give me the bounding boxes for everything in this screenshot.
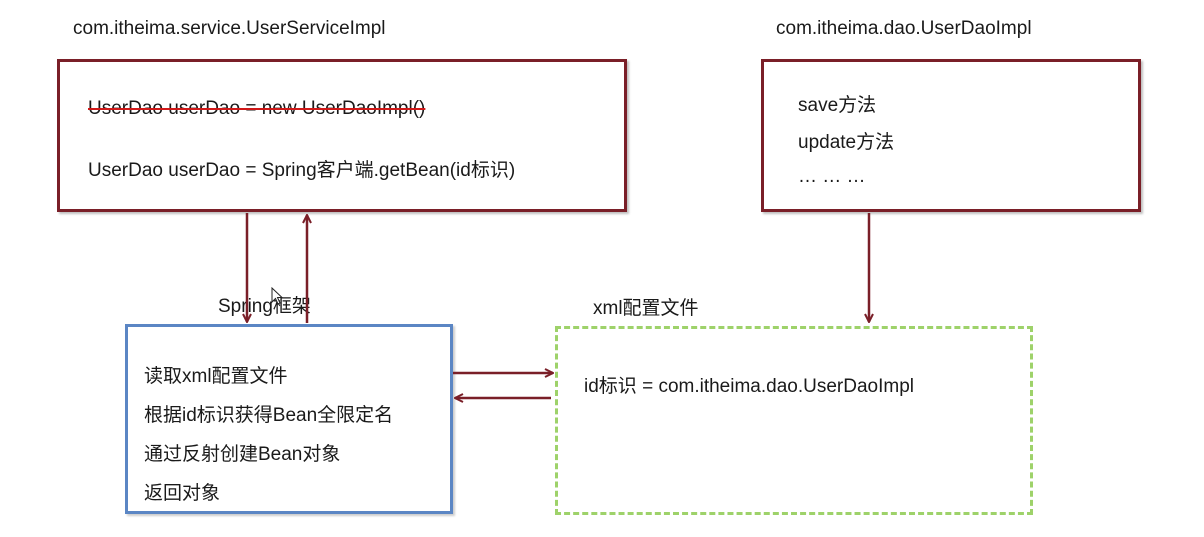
spring-getbean-line: UserDao userDao = Spring客户端.getBean(id标识…: [88, 160, 516, 181]
dao-method-save: save方法: [798, 95, 877, 116]
dao-box: save方法 update方法 … … …: [761, 59, 1141, 212]
dao-method-update: update方法: [798, 132, 895, 153]
xml-id-mapping: id标识 = com.itheima.dao.UserDaoImpl: [584, 376, 914, 397]
spring-box: 读取xml配置文件 根据id标识获得Bean全限定名 通过反射创建Bean对象 …: [125, 324, 453, 514]
dao-class-title: com.itheima.dao.UserDaoImpl: [776, 18, 1032, 39]
service-class-title: com.itheima.service.UserServiceImpl: [73, 18, 386, 39]
spring-step-read-xml: 读取xml配置文件: [144, 366, 288, 387]
old-instantiation-line: UserDao userDao = new UserDaoImpl(): [88, 98, 426, 119]
service-box: UserDao userDao = new UserDaoImpl() User…: [57, 59, 627, 212]
spring-framework-title: Spring框架: [218, 296, 311, 317]
dao-method-ellipsis: … … …: [798, 166, 866, 187]
spring-step-return: 返回对象: [144, 483, 221, 504]
mouse-cursor-icon: [271, 287, 283, 305]
xml-config-box: id标识 = com.itheima.dao.UserDaoImpl: [555, 326, 1033, 515]
spring-step-get-classname: 根据id标识获得Bean全限定名: [144, 405, 394, 426]
spring-step-reflection: 通过反射创建Bean对象: [144, 444, 341, 465]
xml-config-title: xml配置文件: [593, 298, 699, 319]
